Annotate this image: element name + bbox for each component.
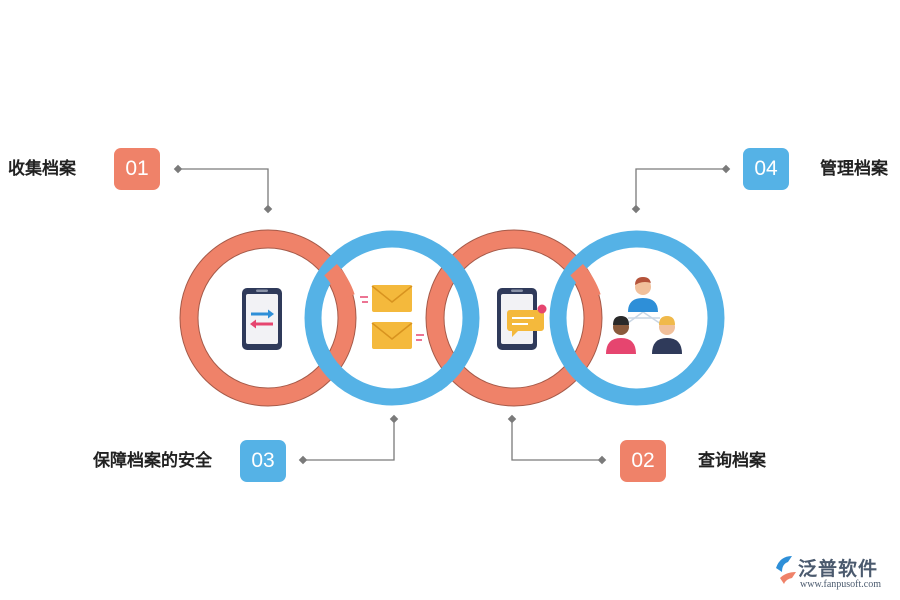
brand-url: www.fanpusoft.com bbox=[800, 579, 882, 590]
ring-3-overlap-patch bbox=[570, 264, 601, 301]
ring-4 bbox=[549, 230, 725, 406]
connector-03-end-dot bbox=[298, 455, 308, 465]
connector-03 bbox=[303, 419, 395, 461]
envelope-icon bbox=[360, 285, 424, 349]
ring-1 bbox=[180, 230, 356, 406]
step-04-label: 管理档案 bbox=[820, 159, 888, 179]
connector-02-end-dot bbox=[597, 455, 607, 465]
brand-name: 泛普软件 bbox=[798, 558, 879, 580]
step-01-badge: 01 bbox=[114, 148, 160, 190]
connector-01-end-dot bbox=[263, 204, 273, 214]
brand-watermark: 泛普软件 www.fanpusoft.com bbox=[772, 553, 894, 595]
ring-2 bbox=[304, 230, 480, 406]
step-03-badge: 03 bbox=[240, 440, 286, 482]
connector-04-end-dot bbox=[631, 204, 641, 214]
brand-logo-icon bbox=[776, 556, 796, 584]
step-02-label: 查询档案 bbox=[698, 451, 766, 471]
ring-1-overlap-patch bbox=[324, 264, 355, 301]
connector-03-start-dot bbox=[389, 414, 399, 424]
step-02-badge: 02 bbox=[620, 440, 666, 482]
connector-02 bbox=[511, 419, 602, 461]
phone-transfer-icon bbox=[242, 288, 282, 350]
connector-04 bbox=[635, 168, 726, 209]
ring-2-overlap-patch bbox=[430, 364, 458, 391]
connector-02-start-dot bbox=[507, 414, 517, 424]
ring-3 bbox=[426, 230, 602, 406]
step-01-label: 收集档案 bbox=[8, 159, 76, 179]
step-04-badge: 04 bbox=[743, 148, 789, 190]
connector-04-start-dot bbox=[721, 164, 731, 174]
team-icon bbox=[606, 277, 682, 354]
connector-01-start-dot bbox=[173, 164, 183, 174]
connector-01 bbox=[178, 168, 269, 209]
step-03-label: 保障档案的安全 bbox=[93, 451, 212, 471]
phone-message-icon bbox=[497, 288, 547, 350]
ring-group bbox=[179, 229, 725, 407]
